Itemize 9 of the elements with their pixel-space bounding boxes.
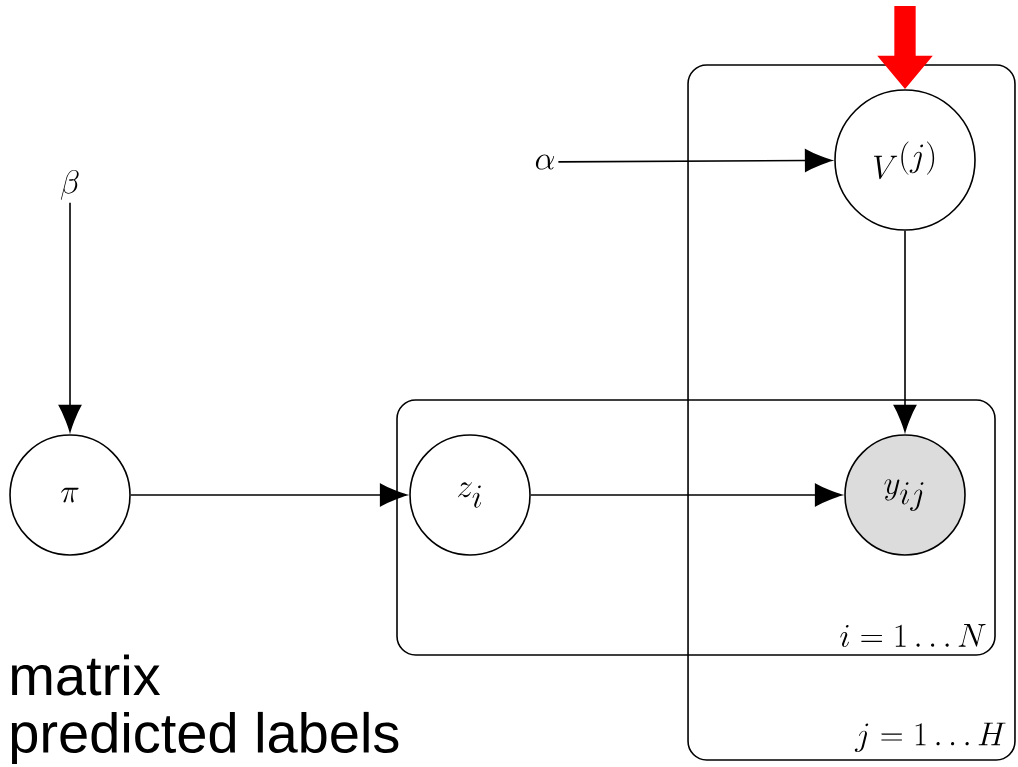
slide-text: matrix [12, 654, 161, 696]
variable-symbol: $\alpha$ [535, 154, 555, 170]
variable-symbol: $\beta$ [60, 169, 79, 200]
slide-text: predicted labels [11, 711, 399, 765]
arrow [130, 483, 407, 507]
arrow [530, 483, 842, 507]
arrow [58, 201, 82, 432]
arrow [893, 230, 917, 432]
arrow [557, 149, 832, 172]
